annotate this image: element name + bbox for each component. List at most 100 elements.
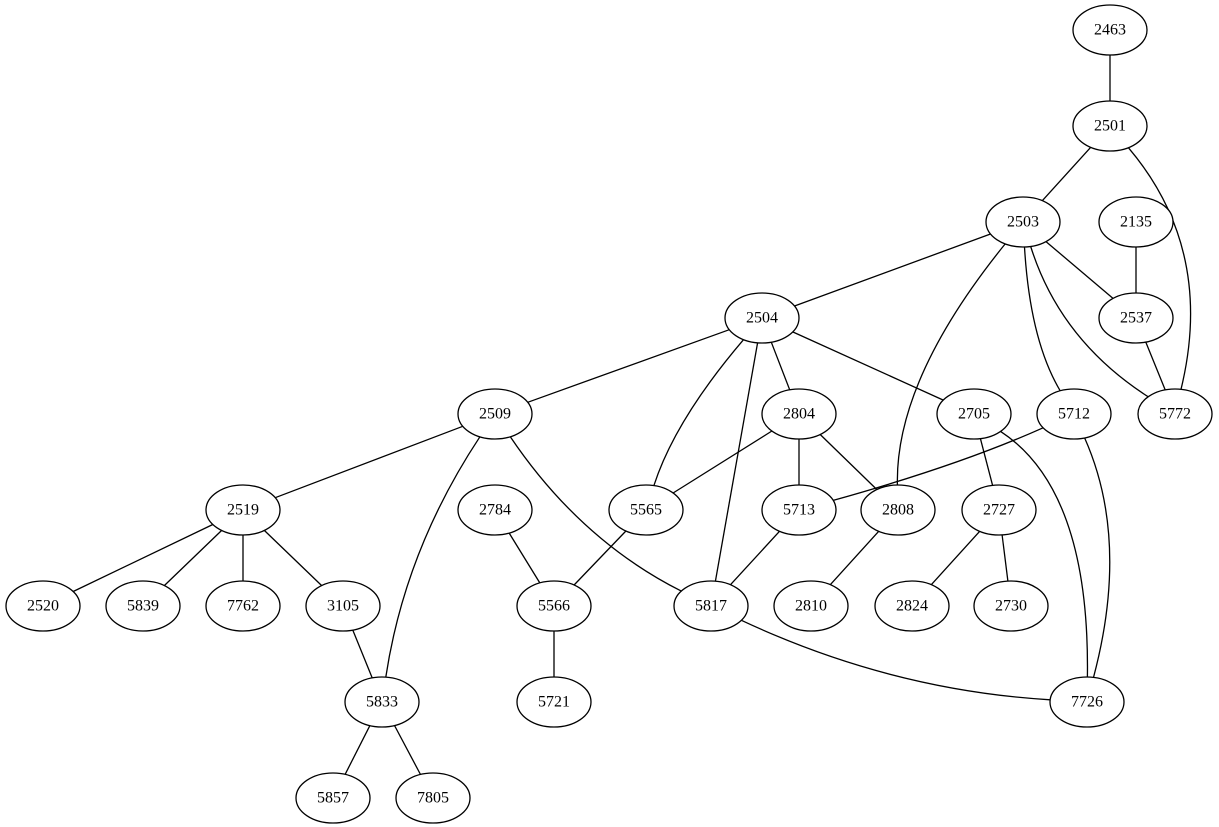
node-ellipse	[860, 484, 936, 536]
node-ellipse	[985, 196, 1061, 248]
node-label: 2509	[479, 406, 511, 423]
edge-2509-5817	[509, 436, 682, 592]
node-label: 2784	[479, 502, 511, 519]
node-label: 5565	[630, 502, 662, 519]
edge-2503-5772	[1030, 246, 1149, 398]
node-ellipse	[295, 772, 371, 824]
edge-5817-7726	[741, 619, 1051, 701]
node-ellipse	[761, 388, 837, 440]
node-ellipse	[1049, 676, 1125, 728]
node-ellipse	[1036, 388, 1112, 440]
node-label: 2501	[1094, 118, 1126, 135]
node-label: 5817	[695, 598, 727, 615]
node-label: 5772	[1159, 406, 1191, 423]
node-ellipse	[961, 484, 1037, 536]
node-2808: 2808	[860, 484, 936, 536]
node-2519: 2519	[205, 484, 281, 536]
node-label: 5857	[317, 790, 349, 807]
node-label: 2463	[1094, 22, 1126, 39]
node-label: 5721	[538, 694, 570, 711]
edge-2503-2808	[896, 243, 1006, 486]
edge-2519-2520	[72, 523, 214, 593]
node-ellipse	[395, 772, 471, 824]
node-ellipse	[205, 484, 281, 536]
node-label: 5839	[127, 598, 159, 615]
edge-2501-5772	[1127, 147, 1192, 390]
node-ellipse	[761, 484, 837, 536]
node-3105: 3105	[305, 580, 381, 632]
node-ellipse	[773, 580, 849, 632]
node-2537: 2537	[1098, 292, 1174, 344]
edge-2504-2509	[527, 329, 730, 403]
node-ellipse	[973, 580, 1049, 632]
node-ellipse	[608, 484, 684, 536]
node-label: 2727	[983, 502, 1015, 519]
node-ellipse	[516, 580, 592, 632]
edge-2727-2730	[1001, 534, 1009, 582]
node-5565: 5565	[608, 484, 684, 536]
node-5721: 5721	[516, 676, 592, 728]
node-label: 5713	[783, 502, 815, 519]
node-2509: 2509	[457, 388, 533, 440]
node-ellipse	[874, 580, 950, 632]
node-7726: 7726	[1049, 676, 1125, 728]
edge-2504-2705	[792, 331, 944, 401]
edges-layer	[72, 55, 1192, 775]
node-2520: 2520	[5, 580, 81, 632]
edge-2705-2727	[979, 438, 994, 486]
edge-2784-5566	[508, 532, 541, 584]
node-ellipse	[1072, 4, 1148, 56]
node-ellipse	[457, 484, 533, 536]
node-2135: 2135	[1098, 196, 1174, 248]
edge-2509-2519	[274, 425, 464, 499]
edge-2503-5712	[1023, 246, 1061, 392]
edge-3105-5833	[352, 629, 373, 679]
node-2824: 2824	[874, 580, 950, 632]
node-ellipse	[936, 388, 1012, 440]
node-label: 2503	[1007, 214, 1039, 231]
node-ellipse	[516, 676, 592, 728]
edge-2804-2808	[819, 434, 878, 490]
node-ellipse	[305, 580, 381, 632]
node-ellipse	[1098, 196, 1174, 248]
node-5839: 5839	[105, 580, 181, 632]
edge-2537-5772	[1145, 341, 1166, 391]
node-2705: 2705	[936, 388, 1012, 440]
node-ellipse	[724, 292, 800, 344]
node-2463: 2463	[1072, 4, 1148, 56]
node-label: 2519	[227, 502, 259, 519]
edge-5833-5857	[344, 725, 371, 775]
node-5772: 5772	[1137, 388, 1213, 440]
node-2504: 2504	[724, 292, 800, 344]
edge-2504-5817	[714, 342, 759, 582]
edge-2519-3105	[263, 529, 323, 587]
node-ellipse	[1137, 388, 1213, 440]
node-label: 2135	[1120, 214, 1152, 231]
node-ellipse	[1072, 100, 1148, 152]
edge-2519-5839	[163, 529, 223, 587]
edge-2504-2804	[770, 341, 791, 391]
node-2727: 2727	[961, 484, 1037, 536]
node-label: 2504	[746, 310, 778, 327]
node-ellipse	[105, 580, 181, 632]
node-ellipse	[205, 580, 281, 632]
node-label: 2824	[896, 598, 928, 615]
edge-5833-7805	[393, 725, 422, 775]
node-label: 2705	[958, 406, 990, 423]
edge-2804-5565	[672, 430, 773, 494]
edge-2727-2824	[930, 530, 981, 586]
node-2784: 2784	[457, 484, 533, 536]
node-label: 5712	[1058, 406, 1090, 423]
node-label: 2537	[1120, 310, 1152, 327]
edge-2808-2810	[829, 530, 880, 586]
node-label: 7762	[227, 598, 259, 615]
node-ellipse	[673, 580, 749, 632]
edge-5713-5817	[730, 530, 780, 586]
node-label: 5566	[538, 598, 570, 615]
node-label: 2730	[995, 598, 1027, 615]
node-5566: 5566	[516, 580, 592, 632]
node-7805: 7805	[395, 772, 471, 824]
node-5817: 5817	[673, 580, 749, 632]
